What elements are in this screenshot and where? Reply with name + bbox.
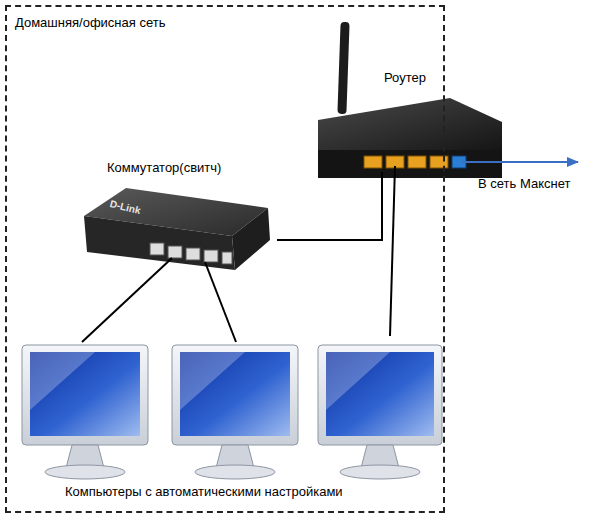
node-label: Домашняя/офисная сеть xyxy=(15,15,165,31)
brand-mark: D-Link xyxy=(108,196,142,219)
switch-device xyxy=(84,188,270,270)
computer-monitor xyxy=(22,345,148,479)
router-device xyxy=(318,22,502,178)
node-label: Коммутатор(свитч) xyxy=(107,160,221,176)
uplink-arrow xyxy=(462,161,578,163)
switch-node: Коммутатор(свитч) xyxy=(82,157,277,277)
node-label: Роутер xyxy=(384,70,426,86)
computer-monitor xyxy=(318,345,442,479)
lan-cable xyxy=(82,258,172,342)
computers-caption: Компьютеры с автоматическими настройками xyxy=(65,484,343,500)
lan-cable xyxy=(277,172,382,240)
router-node: Роутер xyxy=(312,64,507,172)
computer-monitor xyxy=(172,345,298,479)
lan-cable xyxy=(390,166,395,336)
uplink-label: В сеть Макснет xyxy=(478,176,570,192)
network-boundary: Домашняя/офисная сетьРоутерКоммутатор(св… xyxy=(5,5,445,513)
lan-cable xyxy=(205,262,236,342)
